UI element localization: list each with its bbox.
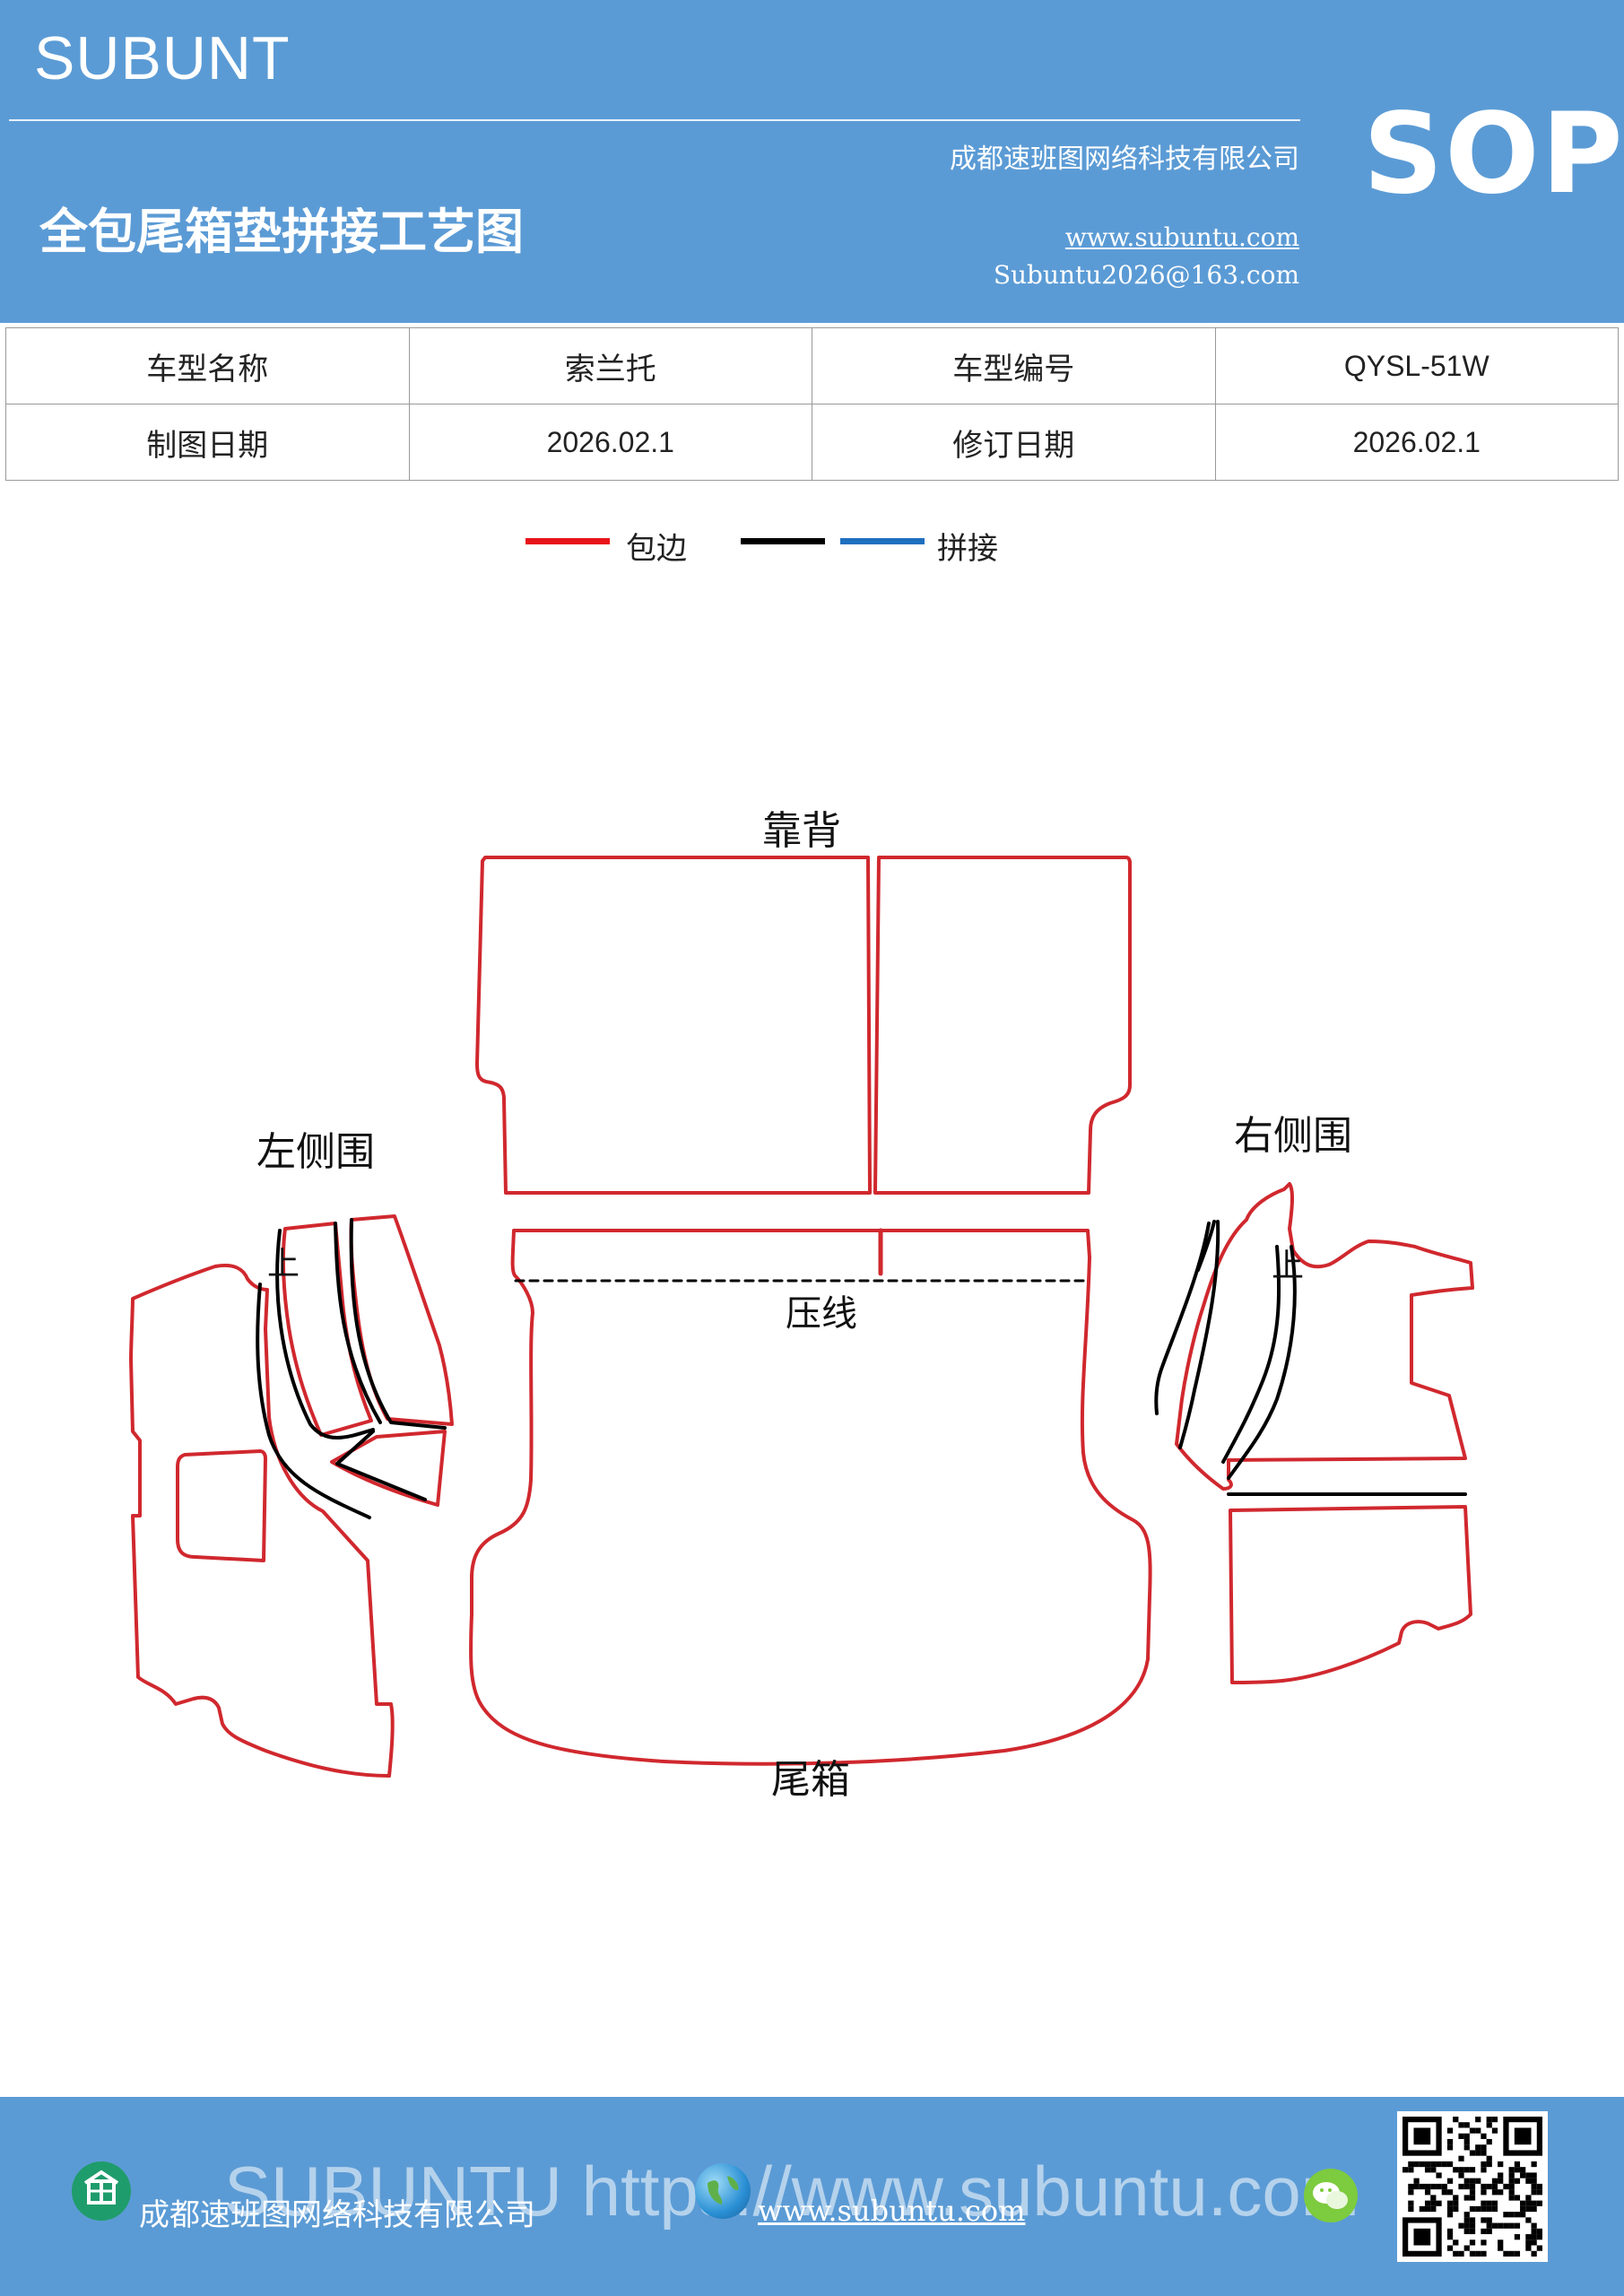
wechat-icon <box>1304 2169 1358 2222</box>
left-seam-1 <box>256 1283 371 1519</box>
brand-name: SUBUNT <box>34 24 291 92</box>
qr-code-pattern <box>1403 2117 1542 2257</box>
vehicle-info-table: 车型名称 索兰托 车型编号 QYSL-51W 制图日期 2026.02.1 修订… <box>5 327 1619 481</box>
left-side-window <box>176 1449 267 1562</box>
trunk-floor-panel <box>469 1229 1152 1766</box>
model-code-value: QYSL-51W <box>1214 327 1619 404</box>
right-side-panel <box>1175 1182 1474 1491</box>
header-banner: SUBUNT 全包尾箱垫拼接工艺图 成都速班图网络科技有限公司 www.subu… <box>0 0 1624 323</box>
legend-wrap-line <box>525 538 610 544</box>
legend-black-line <box>741 538 825 544</box>
footer-company: 成都速班图网络科技有限公司 <box>139 2197 535 2233</box>
draw-date-value: 2026.02.1 <box>408 404 812 481</box>
backrest-right-panel <box>873 856 1132 1195</box>
legend-splice-line <box>840 538 925 544</box>
model-code-label: 车型编号 <box>812 327 1216 404</box>
revision-date-value: 2026.02.1 <box>1214 404 1619 481</box>
right-side-label: 右侧围 <box>1234 1113 1352 1159</box>
table-row: 车型名称 索兰托 车型编号 QYSL-51W <box>5 327 1619 404</box>
left-side-label: 左侧围 <box>256 1129 375 1175</box>
qr-code-icon <box>1397 2111 1548 2262</box>
email-address[interactable]: Subuntu2026@163.com <box>993 260 1299 290</box>
model-name-label: 车型名称 <box>5 327 410 404</box>
legend: 包边 拼接 <box>0 520 1624 574</box>
header-divider <box>9 119 1300 121</box>
splicing-diagram: 靠背 左侧围 右侧围 上 上 压线 尾箱 <box>0 771 1624 1812</box>
left-seam-5 <box>335 1430 427 1501</box>
left-seam-4 <box>349 1218 447 1430</box>
globe-icon <box>695 2163 751 2219</box>
backrest-left-panel <box>475 856 872 1195</box>
left-seam-2 <box>275 1229 375 1439</box>
draw-date-label: 制图日期 <box>5 404 410 481</box>
right-seam-6 <box>1196 1220 1216 1272</box>
right-lower-panel <box>1229 1505 1472 1684</box>
sop-badge: SOP <box>1363 90 1624 219</box>
document-title: 全包尾箱垫拼接工艺图 <box>39 203 524 260</box>
left-seam-3 <box>334 1222 382 1424</box>
right-seam-2 <box>1178 1220 1220 1449</box>
trunk-label: 尾箱 <box>771 1757 850 1803</box>
footer-website-link[interactable]: www.subuntu.com <box>758 2194 1026 2228</box>
backrest-label: 靠背 <box>762 808 841 854</box>
diagram-svg <box>129 856 1474 1778</box>
building-icon <box>72 2161 131 2221</box>
legend-wrap-label: 包边 <box>626 531 687 567</box>
crease-label: 压线 <box>786 1293 857 1335</box>
right-seam-3 <box>1221 1245 1281 1464</box>
company-name: 成都速班图网络科技有限公司 <box>950 144 1299 175</box>
left-up-label: 上 <box>267 1246 300 1283</box>
footer-watermark: SUBUNTU https://www.subuntu.com <box>224 2152 1359 2231</box>
left-side-panel <box>129 1264 395 1778</box>
revision-date-label: 修订日期 <box>812 404 1216 481</box>
model-name-value: 索兰托 <box>408 327 812 404</box>
right-seam-4 <box>1227 1245 1297 1480</box>
website-link[interactable]: www.subuntu.com <box>1064 222 1299 252</box>
table-row: 制图日期 2026.02.1 修订日期 2026.02.1 <box>5 404 1619 481</box>
legend-splice-label: 拼接 <box>937 531 998 567</box>
right-up-label: 上 <box>1272 1248 1305 1284</box>
footer-banner: SUBUNTU https://www.subuntu.com 成都速班图网络科… <box>0 2097 1624 2296</box>
